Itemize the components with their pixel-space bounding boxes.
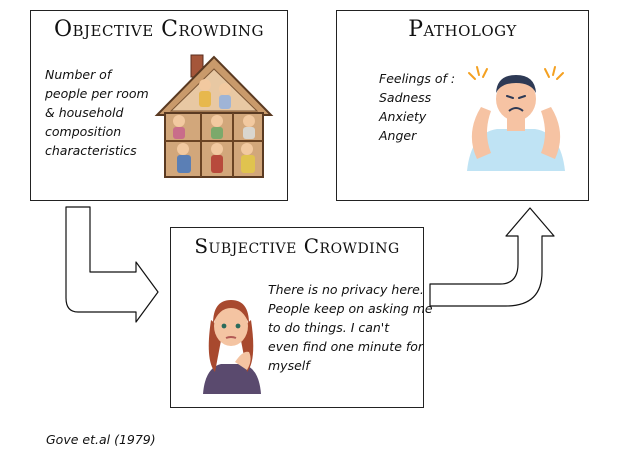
text-line: People keep on asking me [268,301,433,316]
objective-crowding-text: Number of people per room & household co… [45,65,149,160]
objective-crowding-box: Objective Crowding Number of people per … [30,10,288,201]
subjective-crowding-title: Subjective Crowding [194,234,400,258]
text-line: characteristics [45,143,137,158]
text-line: Number of [45,67,112,82]
text-line: & household [45,105,124,120]
text-line: composition [45,124,122,139]
citation: Gove et.al (1979) [46,432,156,447]
text-line: Feelings of : [379,71,456,86]
text-line: Sadness [379,90,432,105]
subjective-crowding-box: Subjective Crowding There is no privacy … [170,227,433,408]
text-line: Anxiety [379,109,427,124]
pathology-text: Feelings of : Sadness Anxiety Anger [379,69,455,145]
stressed-man-illustration [467,66,565,171]
crowded-house-illustration [154,54,274,178]
pathology-box: Pathology Feelings of : Sadness Anxiety … [336,10,589,201]
subjective-crowding-quote: There is no privacy here. People keep on… [268,280,433,375]
text-line: to do things. I can't [268,320,390,335]
text-line: even find one minute for [268,339,424,354]
thinking-woman-illustration [203,300,261,394]
text-line: people per room [45,86,149,101]
text-line: Anger [379,128,417,143]
objective-crowding-title: Objective Crowding [53,17,265,42]
text-line: myself [268,358,310,373]
text-line: There is no privacy here. [268,282,424,297]
pathology-title: Pathology [408,17,517,42]
